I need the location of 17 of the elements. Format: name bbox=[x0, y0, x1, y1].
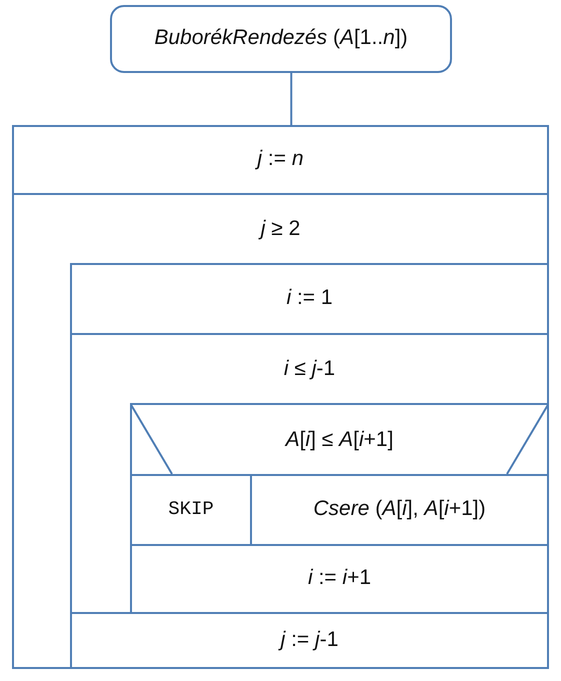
condition-block bbox=[130, 403, 549, 546]
statement-text: i := 1 bbox=[286, 286, 333, 310]
statement-block bbox=[12, 125, 549, 195]
start-box bbox=[110, 5, 452, 73]
connector-line bbox=[290, 73, 292, 125]
branch-condition: A[i] ≤ A[i+1] bbox=[286, 428, 394, 452]
statement-block bbox=[70, 263, 549, 335]
statement-text: j := j-1 bbox=[280, 628, 338, 652]
loop-block bbox=[12, 193, 549, 669]
statement-text: i := i+1 bbox=[308, 566, 372, 590]
loop-condition: j ≥ 2 bbox=[260, 217, 300, 241]
statement-text: SKIP bbox=[168, 498, 214, 520]
loop-condition: i ≤ j-1 bbox=[284, 357, 336, 381]
statement-text: j := n bbox=[257, 147, 304, 171]
loop-block bbox=[70, 333, 549, 614]
statement-text: Csere (A[i], A[i+1]) bbox=[313, 497, 486, 521]
procedure-name: BuborékRendezés (A[1..n]) bbox=[154, 26, 408, 50]
